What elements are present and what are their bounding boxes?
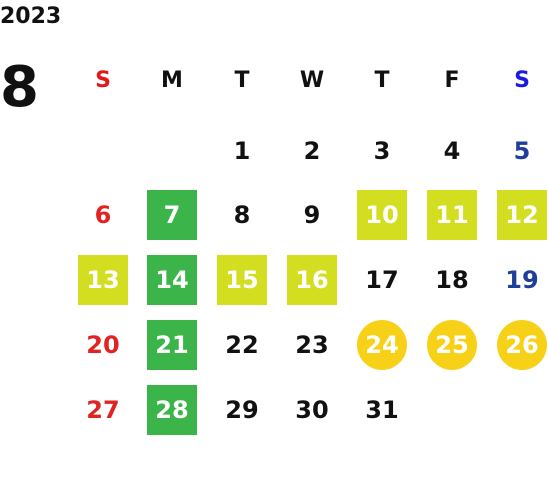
day-6[interactable]: 6 bbox=[94, 201, 112, 229]
day-8[interactable]: 8 bbox=[233, 201, 251, 229]
day-29[interactable]: 29 bbox=[225, 396, 259, 424]
weekday-3: W bbox=[299, 68, 325, 93]
day-24[interactable]: 24 bbox=[357, 320, 407, 370]
day-13[interactable]: 13 bbox=[78, 255, 128, 305]
day-27[interactable]: 27 bbox=[86, 396, 120, 424]
day-19[interactable]: 19 bbox=[505, 266, 539, 294]
day-31[interactable]: 31 bbox=[365, 396, 399, 424]
day-15[interactable]: 15 bbox=[217, 255, 267, 305]
weekday-1: M bbox=[161, 68, 183, 93]
day-20[interactable]: 20 bbox=[86, 331, 120, 359]
day-7[interactable]: 7 bbox=[147, 190, 197, 240]
day-2[interactable]: 2 bbox=[303, 137, 321, 165]
day-5[interactable]: 5 bbox=[513, 137, 531, 165]
day-9[interactable]: 9 bbox=[303, 201, 321, 229]
weekday-6: S bbox=[514, 68, 530, 93]
day-22[interactable]: 22 bbox=[225, 331, 259, 359]
year-label: 2023 bbox=[0, 4, 62, 29]
day-12[interactable]: 12 bbox=[497, 190, 547, 240]
day-18[interactable]: 18 bbox=[435, 266, 469, 294]
day-4[interactable]: 4 bbox=[443, 137, 461, 165]
day-23[interactable]: 23 bbox=[295, 331, 329, 359]
weekday-0: S bbox=[95, 68, 111, 93]
day-21[interactable]: 21 bbox=[147, 320, 197, 370]
day-26[interactable]: 26 bbox=[497, 320, 547, 370]
day-1[interactable]: 1 bbox=[233, 137, 251, 165]
day-14[interactable]: 14 bbox=[147, 255, 197, 305]
day-30[interactable]: 30 bbox=[295, 396, 329, 424]
weekday-4: T bbox=[374, 68, 390, 93]
day-10[interactable]: 10 bbox=[357, 190, 407, 240]
month-number: 8 bbox=[0, 55, 39, 120]
day-11[interactable]: 11 bbox=[427, 190, 477, 240]
day-3[interactable]: 3 bbox=[373, 137, 391, 165]
day-16[interactable]: 16 bbox=[287, 255, 337, 305]
weekday-2: T bbox=[234, 68, 250, 93]
day-17[interactable]: 17 bbox=[365, 266, 399, 294]
day-25[interactable]: 25 bbox=[427, 320, 477, 370]
weekday-5: F bbox=[444, 68, 460, 93]
day-28[interactable]: 28 bbox=[147, 385, 197, 435]
